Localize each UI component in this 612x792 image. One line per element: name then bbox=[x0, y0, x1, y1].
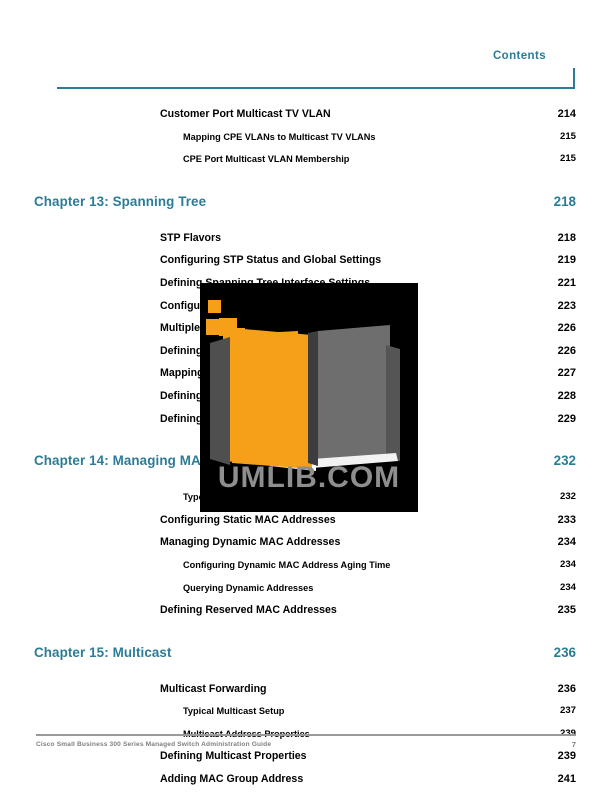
header-title: Contents bbox=[492, 50, 546, 62]
toc-spacer bbox=[0, 668, 612, 678]
toc-entry-row[interactable]: Defining Reserved MAC Addresses 235 bbox=[0, 599, 612, 622]
toc-page-number: 228 bbox=[557, 389, 576, 402]
toc-entry-label: Multicast Address Properties bbox=[183, 723, 310, 746]
toc-entry-label: Querying Dynamic Addresses bbox=[183, 582, 314, 593]
toc-spacer bbox=[0, 171, 612, 186]
toc-entry-row[interactable]: Configuring Dynamic MAC Address Aging Ti… bbox=[0, 554, 612, 577]
toc-entry-label: STP Flavors bbox=[160, 231, 222, 244]
toc-chapter-label: Chapter 15: Multicast bbox=[34, 644, 172, 660]
toc-spacer bbox=[0, 622, 612, 637]
toc-page-number: 239 bbox=[560, 723, 576, 746]
footer-rule bbox=[36, 734, 576, 736]
toc-entry-row[interactable]: Multicast Address Properties 239 bbox=[0, 723, 612, 746]
toc-spacer bbox=[0, 217, 612, 227]
toc-page-number: 221 bbox=[557, 276, 576, 289]
footer-title: Cisco Small Business 300 Series Managed … bbox=[36, 741, 272, 748]
toc-page-number: 241 bbox=[557, 773, 576, 786]
toc-entry-row[interactable]: Configuring STP Status and Global Settin… bbox=[0, 249, 612, 272]
open-book-icon bbox=[206, 300, 400, 471]
watermark-overlay-image: UMLIB.COM bbox=[200, 283, 418, 512]
toc-entry-label: Mapping CPE VLANs to Multicast TV VLANs bbox=[183, 131, 376, 142]
watermark-text: UMLIB.COM bbox=[217, 461, 401, 494]
toc-entry-label: Defining Multicast Properties bbox=[160, 750, 307, 763]
toc-entry-row[interactable]: Adding MAC Group Address 241 bbox=[0, 768, 612, 791]
toc-page-number: 233 bbox=[557, 513, 576, 526]
toc-page-number: 235 bbox=[557, 604, 576, 617]
toc-page-number: 226 bbox=[557, 322, 576, 335]
toc-page-number: 236 bbox=[557, 682, 576, 695]
toc-entry-row[interactable]: Mapping CPE VLANs to Multicast TV VLANs 2… bbox=[0, 126, 612, 149]
toc-entry-row[interactable]: Typical Multicast Setup 237 bbox=[0, 700, 612, 723]
toc-page-number: 232 bbox=[553, 453, 576, 469]
toc-page-number: 215 bbox=[559, 153, 576, 165]
toc-entry-label: Configuring STP Status and Global Settin… bbox=[160, 254, 382, 267]
toc-page-number: 214 bbox=[557, 108, 576, 120]
header-rule bbox=[57, 87, 575, 89]
toc-page-number: 239 bbox=[557, 750, 576, 763]
toc-page-number: 218 bbox=[557, 231, 576, 244]
toc-chapter-row[interactable]: Chapter 13: Spanning Tree 218 bbox=[0, 186, 612, 217]
toc-page-number: 232 bbox=[559, 491, 576, 503]
toc-entry-label: Customer Port Multicast TV VLAN bbox=[160, 108, 331, 120]
toc-entry-label: Managing Dynamic MAC Addresses bbox=[160, 536, 341, 549]
toc-page-number: 227 bbox=[557, 367, 576, 380]
toc-chapter-label: Chapter 13: Spanning Tree bbox=[34, 193, 207, 209]
toc-page-number: 234 bbox=[559, 581, 576, 593]
toc-entry-label: Adding MAC Group Address bbox=[160, 773, 304, 786]
toc-entry-row[interactable]: Multicast Forwarding 236 bbox=[0, 678, 612, 701]
toc-entry-label: Typical Multicast Setup bbox=[183, 706, 285, 717]
toc-page-number: 215 bbox=[559, 130, 576, 142]
footer-page-number: 7 bbox=[571, 740, 576, 749]
toc-entry-row[interactable]: Customer Port Multicast TV VLAN 214 bbox=[0, 103, 612, 126]
toc-entry-label: Configuring Dynamic MAC Address Aging Ti… bbox=[183, 559, 391, 570]
toc-entry-row[interactable]: Defining Multicast Properties 239 bbox=[0, 745, 612, 768]
toc-page-number: 218 bbox=[553, 193, 576, 209]
toc-page-number: 237 bbox=[559, 705, 576, 717]
toc-page-number: 234 bbox=[557, 536, 576, 549]
toc-chapter-row[interactable]: Chapter 15: Multicast 236 bbox=[0, 637, 612, 668]
toc-entry-label: CPE Port Multicast VLAN Membership bbox=[183, 154, 350, 165]
toc-page-number: 219 bbox=[557, 254, 576, 267]
toc-entry-row[interactable]: Configuring Static MAC Addresses 233 bbox=[0, 509, 612, 532]
toc-entry-row[interactable]: STP Flavors 218 bbox=[0, 227, 612, 250]
header-rule-tick bbox=[573, 68, 575, 89]
toc-entry-row[interactable]: CPE Port Multicast VLAN Membership 215 bbox=[0, 148, 612, 171]
toc-entry-label: Configuring Static MAC Addresses bbox=[160, 513, 336, 526]
toc-page-number: 229 bbox=[557, 412, 576, 425]
toc-entry-label: Defining Reserved MAC Addresses bbox=[160, 604, 337, 617]
toc-page-number: 223 bbox=[557, 299, 576, 312]
toc-entry-row[interactable]: Managing Dynamic MAC Addresses 234 bbox=[0, 531, 612, 554]
toc-entry-row[interactable]: Querying Dynamic Addresses 234 bbox=[0, 577, 612, 600]
toc-entry-label: Multicast Forwarding bbox=[160, 682, 267, 695]
toc-page-number: 226 bbox=[557, 344, 576, 357]
toc-page-number: 234 bbox=[559, 558, 576, 570]
page-header: Contents bbox=[0, 0, 612, 100]
toc-page-number: 236 bbox=[553, 644, 576, 660]
